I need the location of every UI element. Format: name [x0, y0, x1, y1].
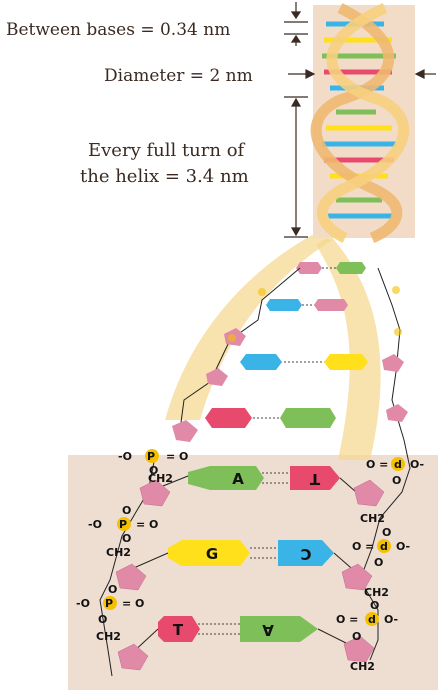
phosphate-p-label: P	[119, 518, 127, 531]
base-letter-C: C	[300, 545, 311, 563]
oxygen-label: O	[352, 630, 361, 643]
phosphate-p-label: P	[147, 450, 155, 463]
phosphate-d-label: d	[380, 540, 388, 553]
oxygen-label: O	[122, 504, 131, 517]
oxygen-label: O	[370, 599, 379, 612]
full-turn-label-line2: the helix = 3.4 nm	[80, 166, 249, 187]
double-bond-o-label: O =	[366, 458, 388, 471]
ch2-label: CH2	[350, 660, 375, 673]
double-bond-o-label: = O	[166, 450, 188, 463]
oxygen-label: O	[382, 526, 391, 539]
oxygen-label: O	[392, 474, 401, 487]
ch2-label: CH2	[96, 630, 121, 643]
double-bond-o-label: O =	[352, 540, 374, 553]
base-letter-T: T	[309, 470, 320, 488]
oxygen-label: O	[108, 583, 117, 596]
between-bases-label: Between bases = 0.34 nm	[6, 20, 230, 40]
base-letter-A: A	[262, 621, 274, 639]
oxygen-label: O	[122, 532, 131, 545]
diameter-label: Diameter = 2 nm	[104, 66, 253, 86]
oxygen-label: O	[98, 613, 107, 626]
ion-label: -O	[88, 518, 102, 531]
ion-label: O-	[384, 613, 398, 626]
ch2-label: CH2	[148, 472, 173, 485]
phosphate-p-label: P	[105, 597, 113, 610]
double-bond-o-label: O =	[336, 613, 358, 626]
ch2-label: CH2	[364, 586, 389, 599]
phosphate-d-label: d	[394, 458, 402, 471]
double-bond-o-label: = O	[122, 597, 144, 610]
ion-label: -O	[76, 597, 90, 610]
double-bond-o-label: = O	[136, 518, 158, 531]
ion-label: O-	[396, 540, 410, 553]
ch2-label: CH2	[106, 546, 131, 559]
base-A-1	[188, 466, 264, 490]
oxygen-label: O	[374, 556, 383, 569]
base-letter-T: T	[173, 621, 184, 639]
base-letter-A: A	[232, 470, 244, 488]
base-letter-G: G	[206, 545, 218, 563]
ion-label: O-	[410, 458, 424, 471]
ion-label: -O	[118, 450, 132, 463]
ch2-label: CH2	[360, 512, 385, 525]
phosphate-d-label: d	[368, 613, 376, 626]
full-turn-label-line1: Every full turn of	[88, 140, 244, 161]
